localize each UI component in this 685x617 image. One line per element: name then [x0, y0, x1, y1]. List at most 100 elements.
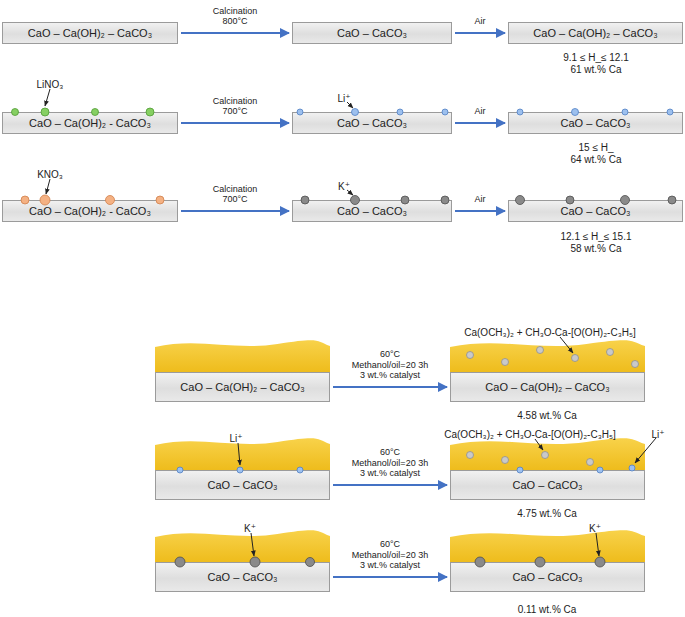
label-holder: LiNO₃: [37, 74, 64, 92]
box-label: CaO – CaCO₃: [513, 479, 583, 491]
box-label: CaO – Ca(OH)₂ – CaCO₃: [485, 381, 609, 393]
condition-label: Calcination 800°C: [200, 6, 270, 27]
label-holder: K⁺: [244, 518, 256, 536]
particle-dot: [441, 196, 449, 204]
condition-label: Calcination 700°C: [200, 184, 270, 205]
particle-dot: [352, 109, 359, 116]
annotation-label: 4.58 wt.% Ca: [517, 410, 576, 421]
methanol-oil-layer: [155, 340, 330, 372]
methanol-oil-layer: [450, 438, 645, 470]
catalyst-box: CaO – Ca(OH)₂ – CaCO₃: [450, 372, 645, 402]
box-label: CaO – CaCO₃: [208, 479, 278, 491]
box-label: CaO – Ca(OH)₂ - CaCO₃: [29, 205, 151, 217]
label-holder: 15 ≤ H_: [579, 137, 614, 155]
annotation-label: K⁺: [589, 523, 601, 534]
annotation-label: Ca(OCH₃)₂ + CH₃O-Ca-[O(OH)₂-C₃H₅]: [464, 327, 636, 338]
process-arrow: [181, 122, 289, 124]
label-holder: K⁺: [589, 518, 601, 536]
label-holder: Ca(OCH₃)₂ + CH₃O-Ca-[O(OH)₂-C₃H₅]: [464, 322, 636, 340]
particle-dot: [250, 557, 260, 567]
box-label: CaO – CaCO₃: [561, 117, 631, 129]
particle-dot: [297, 109, 303, 115]
particle-dot: [106, 196, 115, 205]
particle-dot: [442, 109, 448, 115]
particle-dot: [502, 457, 509, 464]
box-label: CaO – Ca(OH)₂ – CaCO₃: [180, 381, 304, 393]
particle-dot: [351, 196, 360, 205]
annotation-label: 9.1 ≤ H_≤ 12.1: [563, 52, 628, 63]
catalyst-box: CaO – Ca(OH)₂ – CaCO₃: [155, 372, 330, 402]
particle-dot: [516, 196, 525, 205]
leader-line: [251, 533, 254, 556]
catalyst-box: CaO – CaCO₃: [292, 200, 452, 222]
particle-dot: [668, 196, 676, 204]
annotation-label: K⁺: [244, 523, 256, 534]
particle-dot: [622, 109, 628, 115]
particle-dot: [467, 452, 474, 459]
condition-label: Air: [475, 106, 486, 116]
catalyst-box: CaO – CaCO₃: [292, 112, 452, 134]
annotation-label: LiNO₃: [37, 79, 64, 90]
condition-label: Calcination 700°C: [200, 96, 270, 117]
label-holder: Li⁺: [337, 88, 350, 106]
particle-dot: [587, 459, 594, 466]
particle-dot: [12, 109, 19, 116]
annotation-label: Li⁺: [337, 93, 350, 104]
particle-dot: [537, 347, 544, 354]
condition-holder: Air: [445, 10, 515, 28]
box-label: CaO – CaCO₃: [337, 117, 407, 129]
catalyst-box: CaO – CaCO₃: [155, 470, 330, 500]
condition-holder: Calcination 800°C: [200, 6, 270, 28]
label-holder: Li⁺: [651, 424, 664, 442]
catalyst-box: CaO – CaCO₃: [292, 22, 452, 44]
condition-holder: 60°C Methanol/oil=20 3h 3 wt.% catalyst: [351, 447, 429, 480]
particle-dot: [542, 452, 549, 459]
particle-dot: [572, 109, 579, 116]
particle-dot: [175, 557, 185, 567]
particle-dot: [297, 467, 303, 473]
condition-holder: 60°C Methanol/oil=20 3h 3 wt.% catalyst: [351, 539, 429, 572]
oil-layers: [155, 340, 645, 562]
particle-dot: [21, 196, 29, 204]
annotation-label: 4.75 wt.% Ca: [517, 508, 576, 519]
particle-dot: [237, 467, 243, 473]
condition-label: Air: [475, 16, 486, 26]
leader-line: [596, 533, 599, 556]
particle-dot: [607, 349, 614, 356]
condition-holder: Calcination 700°C: [200, 184, 270, 206]
condition-label: 60°C Methanol/oil=20 3h 3 wt.% catalyst: [351, 349, 429, 380]
annotation-label: 0.11 wt.% Ca: [518, 604, 577, 615]
particle-dot: [92, 109, 99, 116]
box-label: CaO – CaCO₃: [513, 571, 583, 583]
methanol-oil-layer: [450, 340, 645, 372]
condition-holder: Air: [445, 188, 515, 206]
annotation-label: 58 wt.% Ca: [570, 243, 621, 254]
annotation-label: 64 wt.% Ca: [570, 154, 621, 165]
box-label: CaO – Ca(OH)₂ – CaCO₃: [28, 27, 152, 39]
leader-line: [560, 337, 573, 353]
process-arrow: [455, 32, 505, 34]
particle-dot: [177, 467, 183, 473]
catalyst-box: CaO – CaCO₃: [508, 112, 683, 134]
label-holder: Ca(OCH₃)₂ + CH₃O-Ca-[O(OH)₂-C₃H₅]: [444, 424, 616, 442]
condition-label: Air: [475, 194, 486, 204]
particle-dot: [467, 352, 474, 359]
particle-dot: [517, 467, 523, 473]
leader-line: [238, 443, 240, 465]
particle-dot: [156, 196, 164, 204]
particle-dot: [146, 108, 154, 116]
particle-dot: [401, 196, 409, 204]
label-holder: K⁺: [338, 176, 350, 194]
condition-holder: Calcination 700°C: [200, 96, 270, 118]
particle-dot: [595, 557, 605, 567]
catalyst-box: CaO – Ca(OH)₂ – CaCO₃: [2, 22, 178, 44]
particle-dot: [517, 109, 523, 115]
process-arrow: [333, 576, 447, 578]
annotation-label: 15 ≤ H_: [579, 142, 614, 153]
particle-dot: [597, 467, 603, 473]
catalyst-box: CaO – CaCO₃: [450, 470, 645, 500]
